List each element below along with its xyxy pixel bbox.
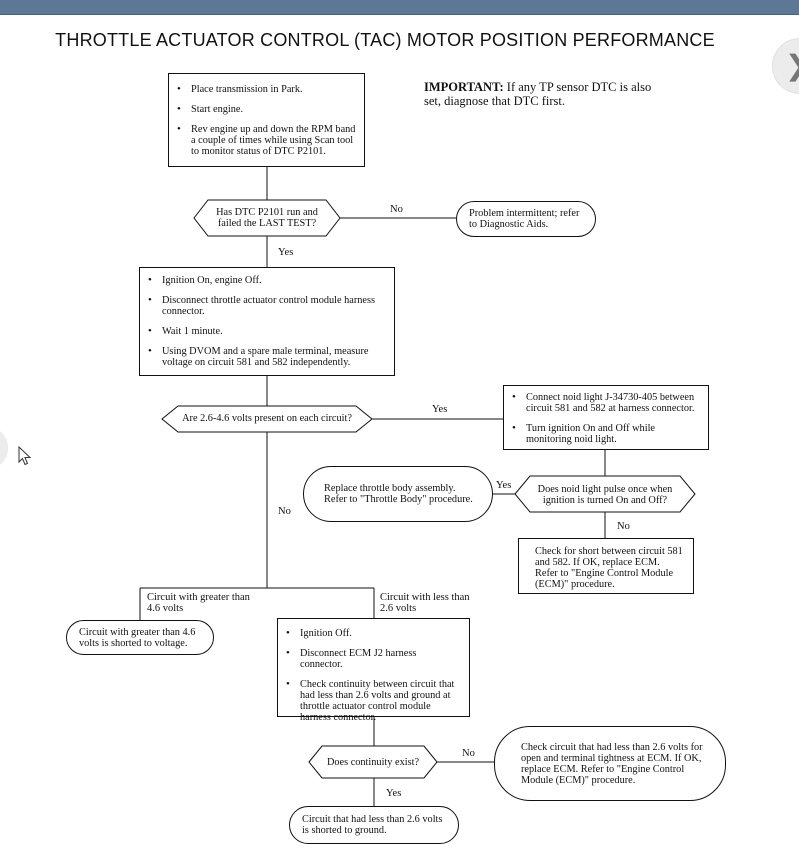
branch-greater-label: Circuit with greater than 4.6 volts bbox=[147, 592, 250, 614]
decision2-no-label: No bbox=[278, 506, 291, 517]
decision2-shape bbox=[161, 405, 373, 433]
decision4-text: Does continuity exist? bbox=[326, 757, 420, 768]
important-text: If any TP sensor DTC is also set, diagno… bbox=[424, 80, 652, 108]
decision3-no-result: Check for short between circuit 581 and … bbox=[518, 538, 694, 594]
step3-item: Connect noid light J-34730-405 between c… bbox=[512, 392, 700, 414]
step3-item: Turn ignition On and Off while monitorin… bbox=[512, 423, 700, 445]
decision1-text: Has DTC P2101 run and failed the LAST TE… bbox=[216, 207, 318, 229]
decision3-no-label: No bbox=[617, 521, 630, 532]
mouse-pointer-icon bbox=[18, 446, 32, 466]
decision1-yes-label: Yes bbox=[278, 247, 294, 258]
step4-item: Check continuity between circuit that ha… bbox=[286, 679, 461, 723]
decision2-yes-label: Yes bbox=[432, 404, 448, 415]
step1-item: Place transmission in Park. bbox=[177, 84, 356, 95]
step4-box: Ignition Off. Disconnect ECM J2 harness … bbox=[277, 618, 470, 723]
decision4-no-label: No bbox=[462, 748, 475, 759]
step2-item: Disconnect throttle actuator control mod… bbox=[148, 295, 386, 317]
decision4-no-result: Check circuit that had less than 2.6 vol… bbox=[494, 726, 726, 801]
step2-item: Ignition On, engine Off. bbox=[148, 275, 386, 286]
step3-box: Connect noid light J-34730-405 between c… bbox=[503, 385, 709, 450]
decision3-shape bbox=[514, 475, 696, 513]
step4-item: Disconnect ECM J2 harness connector. bbox=[286, 648, 461, 670]
chevron-right-icon: ❯ bbox=[785, 49, 799, 82]
branch-greater-result: Circuit with greater than 4.6 volts is s… bbox=[66, 620, 214, 655]
decision1-shape bbox=[193, 199, 341, 237]
decision2-text: Are 2.6-4.6 volts present on each circui… bbox=[182, 413, 352, 424]
decision4-yes-result: Circuit that had less than 2.6 volts is … bbox=[289, 806, 459, 844]
decision3-yes-label: Yes bbox=[496, 480, 512, 491]
previous-page-button[interactable] bbox=[0, 428, 8, 468]
decision3-yes-result: Replace throttle body assembly. Refer to… bbox=[303, 466, 493, 522]
step1-item: Rev engine up and down the RPM band a co… bbox=[177, 124, 356, 157]
step2-item: Using DVOM and a spare male terminal, me… bbox=[148, 346, 386, 368]
decision1-no-result: Problem intermittent; refer to Diagnosti… bbox=[456, 201, 596, 237]
important-label: IMPORTANT: bbox=[424, 80, 504, 94]
decision4-shape bbox=[308, 745, 438, 779]
step2-box: Ignition On, engine Off. Disconnect thro… bbox=[139, 267, 395, 376]
page-title: THROTTLE ACTUATOR CONTROL (TAC) MOTOR PO… bbox=[55, 30, 715, 50]
step1-item: Start engine. bbox=[177, 104, 356, 115]
decision4-yes-label: Yes bbox=[386, 788, 402, 799]
decision1-no-label: No bbox=[390, 204, 403, 215]
step1-box: Place transmission in Park. Start engine… bbox=[168, 73, 365, 167]
step2-item: Wait 1 minute. bbox=[148, 326, 386, 337]
top-bar bbox=[0, 0, 799, 15]
step4-item: Ignition Off. bbox=[286, 628, 461, 639]
decision3-text: Does noid light pulse once when ignition… bbox=[537, 484, 673, 506]
branch-less-label: Circuit with less than 2.6 volts bbox=[380, 592, 470, 614]
important-note: IMPORTANT: If any TP sensor DTC is also … bbox=[424, 80, 664, 108]
